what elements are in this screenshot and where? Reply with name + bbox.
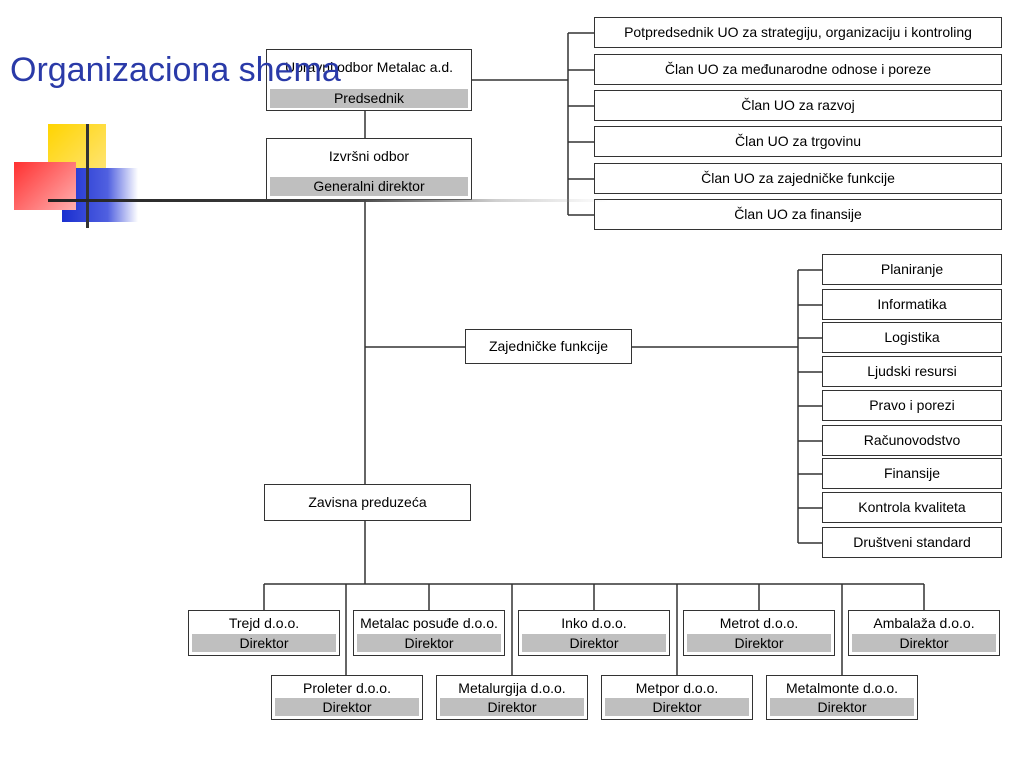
function-item-label: Planiranje (880, 261, 944, 277)
subsidiary-box: Ambalaža d.o.o. Direktor (848, 610, 1000, 656)
page-title-text: Organizaciona shema (10, 51, 341, 89)
board-member-label: Član UO za razvoj (741, 97, 855, 113)
subsidiary-name: Metrot d.o.o. (719, 615, 799, 631)
subsidiary-name: Proleter d.o.o. (303, 680, 391, 696)
subsidiary-box: Metalmonte d.o.o. Direktor (766, 675, 918, 720)
function-item: Ljudski resursi (822, 356, 1002, 387)
function-item: Planiranje (822, 254, 1002, 285)
function-item-label: Pravo i porezi (869, 397, 955, 413)
function-item: Društveni standard (822, 527, 1002, 558)
function-item-label: Finansije (883, 465, 941, 481)
subsidiary-name: Metpor d.o.o. (635, 680, 719, 696)
board-member-label: Član UO za finansije (734, 206, 862, 222)
subsidiary-box: Metalurgija d.o.o. Direktor (436, 675, 588, 720)
function-item-label: Računovodstvo (863, 432, 961, 448)
board-member: Član UO za finansije (594, 199, 1002, 230)
subsidiaries-box: Zavisna preduzeća (264, 484, 471, 521)
executive-name: Izvršni odbor (328, 148, 410, 164)
subsidiary-box: Trejd d.o.o. Direktor (188, 610, 340, 656)
function-item: Kontrola kvaliteta (822, 492, 1002, 523)
executive-box: Izvršni odbor Generalni direktor (266, 138, 472, 200)
function-item: Pravo i porezi (822, 390, 1002, 421)
subsidiary-name: Ambalaža d.o.o. (873, 615, 975, 631)
function-item: Računovodstvo (822, 425, 1002, 456)
function-item-label: Kontrola kvaliteta (858, 499, 966, 515)
board-member-label: Potpredsednik UO za strategiju, organiza… (624, 24, 972, 40)
board-role: Predsednik (270, 89, 468, 108)
subsidiary-name: Trejd d.o.o. (228, 615, 300, 631)
function-item: Logistika (822, 322, 1002, 353)
subsidiary-role: Direktor (440, 698, 584, 716)
board-name: Upravni odbor Metalac a.d. (284, 59, 454, 75)
decor-red-square (14, 162, 76, 210)
subsidiary-role: Direktor (522, 634, 666, 652)
shared-functions-box: Zajedničke funkcije (465, 329, 632, 364)
subsidiary-box: Proleter d.o.o. Direktor (271, 675, 423, 720)
subsidiary-box: Inko d.o.o. Direktor (518, 610, 670, 656)
decor-horizontal-line (48, 199, 608, 202)
executive-role: Generalni direktor (270, 177, 468, 196)
subsidiary-role: Direktor (770, 698, 914, 716)
subsidiary-box: Metpor d.o.o. Direktor (601, 675, 753, 720)
subsidiary-name: Metalurgija d.o.o. (458, 680, 566, 696)
subsidiary-role: Direktor (605, 698, 749, 716)
subsidiary-role: Direktor (687, 634, 831, 652)
board-member-label: Član UO za zajedničke funkcije (701, 170, 895, 186)
subsidiary-role: Direktor (275, 698, 419, 716)
page-title: Organizaciona shema (10, 52, 341, 88)
board-member-label: Član UO za trgovinu (734, 133, 862, 149)
function-item: Informatika (822, 289, 1002, 320)
board-member-label: Član UO za međunarodne odnose i poreze (664, 61, 932, 77)
board-member: Član UO za razvoj (594, 90, 1002, 121)
function-item-label: Ljudski resursi (867, 363, 957, 379)
function-item-label: Informatika (877, 296, 947, 312)
board-member: Potpredsednik UO za strategiju, organiza… (594, 17, 1002, 48)
subsidiary-box: Metrot d.o.o. Direktor (683, 610, 835, 656)
subsidiary-box: Metalac posuđe d.o.o. Direktor (353, 610, 505, 656)
subsidiary-name: Inko d.o.o. (561, 615, 627, 631)
function-item: Finansije (822, 458, 1002, 489)
subsidiary-name: Metalac posuđe d.o.o. (360, 615, 498, 631)
subsidiary-role: Direktor (852, 634, 996, 652)
function-item-label: Društveni standard (853, 534, 971, 550)
subsidiary-role: Direktor (357, 634, 501, 652)
board-member: Član UO za trgovinu (594, 126, 1002, 157)
subsidiary-name: Metalmonte d.o.o. (785, 680, 899, 696)
shared-functions-name: Zajedničke funkcije (488, 338, 609, 354)
board-member: Član UO za međunarodne odnose i poreze (594, 54, 1002, 85)
board-box: Upravni odbor Metalac a.d. Predsednik (266, 49, 472, 111)
subsidiary-role: Direktor (192, 634, 336, 652)
subsidiaries-name: Zavisna preduzeća (308, 494, 427, 510)
decor-vertical-line (86, 124, 89, 228)
board-member: Član UO za zajedničke funkcije (594, 163, 1002, 194)
function-item-label: Logistika (884, 329, 940, 345)
